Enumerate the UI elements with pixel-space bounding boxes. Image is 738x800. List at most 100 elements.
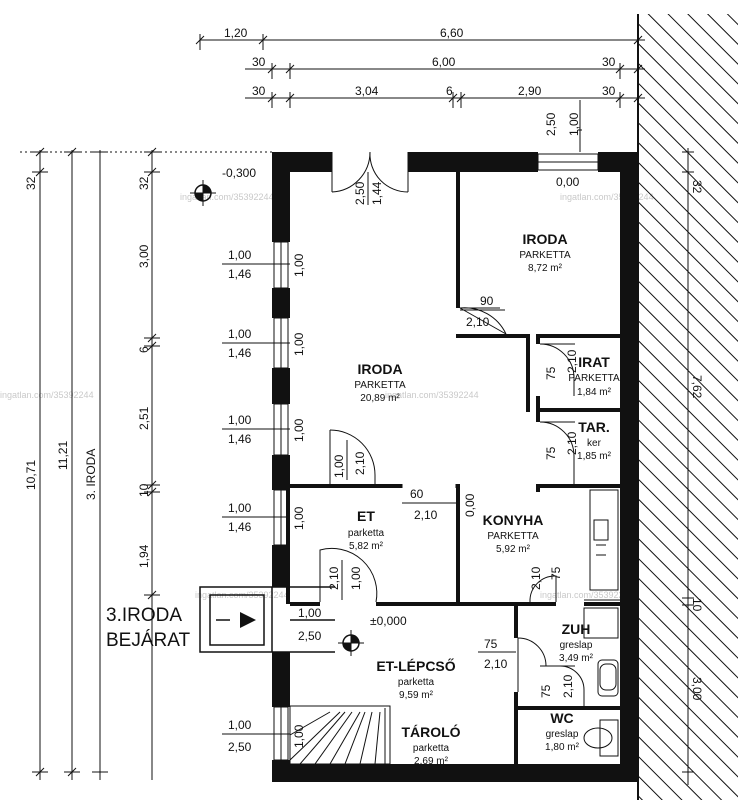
top-window-sill: 0,00: [556, 175, 580, 189]
dim-right-1: 32: [690, 180, 704, 194]
dim-top-1: 1,20: [224, 26, 248, 40]
room-area: 1,85 m²: [577, 451, 612, 462]
room-et: ET parketta 5,82 m²: [348, 508, 385, 552]
window-dims: [222, 263, 290, 735]
et-door-w: 1,00: [332, 454, 346, 478]
room-tar: TAR. ker 1,85 m²: [577, 419, 612, 462]
iroda-door-w: 90: [480, 294, 494, 308]
tar-door-h: 2,10: [565, 431, 579, 455]
konyha-door-h: 2,10: [529, 566, 543, 590]
room-area: 2,69 m²: [414, 756, 449, 767]
room-irat: IRAT PARKETTA 1,84 m²: [568, 354, 620, 398]
iroda-door-h: 2,10: [466, 315, 490, 329]
room-area: 3,49 m²: [559, 653, 594, 664]
room-et-lepcso: ET-LÉPCSŐ parketta 9,59 m²: [376, 657, 455, 701]
room-name: IRODA: [522, 231, 567, 247]
level-entry-text: ±0,000: [370, 614, 407, 628]
room-name: KONYHA: [483, 512, 544, 528]
dim-left-4: 3. IRODA: [84, 449, 98, 500]
window-1-w: 1,00: [228, 248, 252, 262]
entrance-label-1: 3.IRODA: [106, 605, 182, 626]
room-area: 8,72 m²: [528, 263, 563, 274]
room-floor: greslap: [546, 729, 579, 740]
watermark-3: ingatlan.com/35392244: [0, 390, 94, 400]
dim-inner-2: 3,00: [137, 244, 151, 268]
window-4-w: 1,00: [228, 501, 252, 515]
watermark-2: ingatlan.com/35392244: [560, 192, 654, 202]
top-window-width: 1,00: [567, 112, 581, 136]
window-4-h: 1,46: [228, 520, 252, 534]
dim-left-2: 10,71: [24, 460, 38, 490]
room-floor: parketta: [348, 528, 385, 539]
dim-inner-5: 10: [137, 483, 151, 497]
room-area: 1,80 m²: [545, 742, 580, 753]
room-floor: PARKETTA: [568, 373, 620, 384]
room-name: ET-LÉPCSŐ: [376, 657, 455, 674]
dim-top-6: 30: [252, 84, 266, 98]
doors: [319, 151, 585, 706]
room-area: 9,59 m²: [399, 690, 434, 701]
dim-right-3: 10: [690, 598, 704, 612]
top-door-w: 1,44: [370, 181, 384, 205]
room-floor: parketta: [398, 677, 435, 688]
room-floor: PARKETTA: [519, 250, 571, 261]
left-dimensions: [20, 147, 272, 780]
room-name: TÁROLÓ: [401, 723, 460, 740]
room-iroda-large: IRODA PARKETTA 20,89 m²: [354, 361, 406, 404]
room-name: IRODA: [357, 361, 402, 377]
tar-door-w: 75: [544, 446, 558, 460]
room-zuh: ZUH greslap 3,49 m²: [559, 621, 594, 664]
window-3-h: 1,46: [228, 432, 252, 446]
entrance-label-2: BEJÁRAT: [106, 630, 191, 651]
entrance-arrow-icon: [240, 612, 256, 628]
interior-walls: [286, 172, 620, 764]
window-2-w: 1,00: [228, 327, 252, 341]
dim-top-9: 2,90: [518, 84, 542, 98]
dim-top-4: 6,00: [432, 55, 456, 69]
et-opening-v: 0,00: [463, 493, 477, 517]
window-2-h: 1,46: [228, 346, 252, 360]
room-name: TAR.: [578, 419, 610, 435]
window-5-w: 1,00: [228, 718, 252, 732]
top-door-h: 2,50: [353, 181, 367, 205]
dim-left-1: 32: [24, 176, 38, 190]
zuh-door-w: 75: [484, 637, 498, 651]
room-floor: greslap: [560, 640, 593, 651]
irat-door-h: 2,10: [565, 349, 579, 373]
level-top-text: -0,300: [222, 166, 256, 180]
dim-top-3: 30: [252, 55, 266, 69]
watermark-1: ingatlan.com/35392244: [180, 192, 274, 202]
dim-top-5: 30: [602, 55, 616, 69]
room-name: ET: [357, 508, 375, 524]
dim-inner-4: 2,51: [137, 406, 151, 430]
window-5-v: 1,00: [292, 724, 306, 748]
window-2-v: 1,00: [292, 332, 306, 356]
room-iroda-small: IRODA PARKETTA 8,72 m²: [519, 231, 571, 274]
window-4-v: 1,00: [292, 506, 306, 530]
room-floor: PARKETTA: [354, 380, 406, 391]
room-floor: PARKETTA: [487, 531, 539, 542]
irat-door-w: 75: [544, 366, 558, 380]
entrance: [199, 586, 335, 653]
window-1-h: 1,46: [228, 267, 252, 281]
right-dimensions: [682, 148, 694, 785]
dim-inner-3: 6: [137, 346, 151, 353]
window-3-w: 1,00: [228, 413, 252, 427]
staircase: [289, 705, 391, 765]
top-dimensions: [195, 34, 645, 108]
top-window-height: 2,50: [544, 112, 558, 136]
room-name: IRAT: [578, 354, 610, 370]
room-floor: ker: [587, 438, 602, 449]
watermark-4: ingatlan.com/35392244: [385, 390, 479, 400]
dim-right-2: 7,62: [690, 375, 704, 399]
window-3-v: 1,00: [292, 418, 306, 442]
wc-door-h: 2,10: [561, 674, 575, 698]
zuh-door-h: 2,10: [484, 657, 508, 671]
dim-top-2: 6,60: [440, 26, 464, 40]
lepcso-door-h: 2,10: [327, 566, 341, 590]
room-area: 5,82 m²: [349, 541, 384, 552]
level-symbol-top: [190, 180, 216, 206]
room-floor: parketta: [413, 743, 450, 754]
dim-right-4: 3,00: [690, 677, 704, 701]
